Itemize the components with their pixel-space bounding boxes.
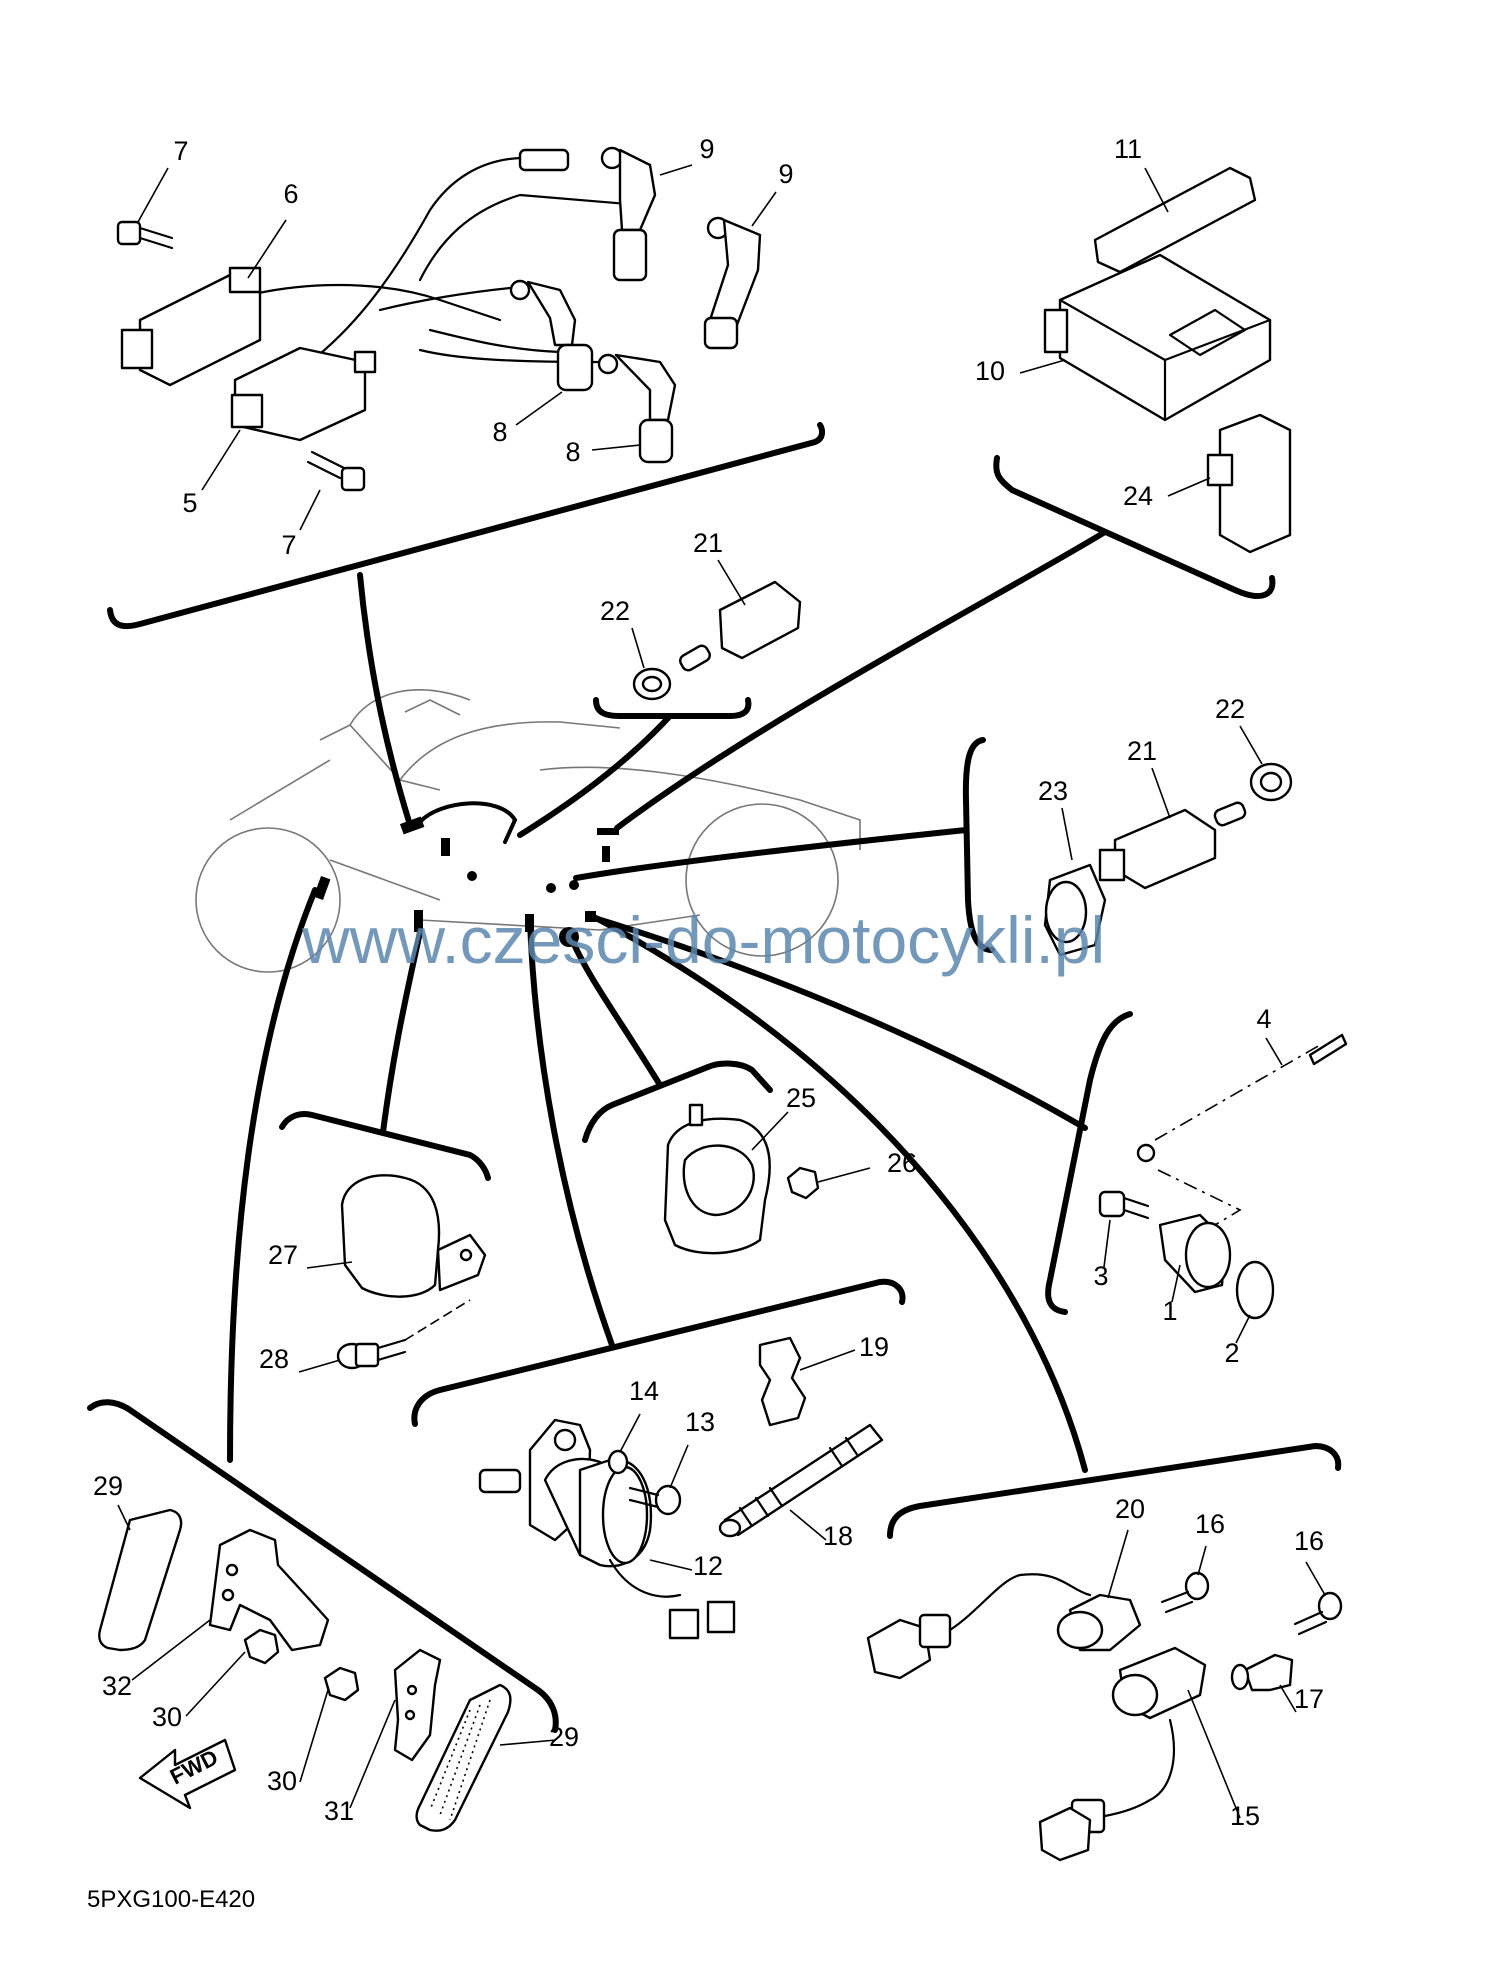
ignition-coil-icon bbox=[120, 266, 262, 387]
callout-number: 32 bbox=[102, 1671, 132, 1701]
callout-number: 30 bbox=[152, 1702, 182, 1732]
bolt-icon bbox=[1098, 1190, 1150, 1220]
callout-number: 12 bbox=[693, 1551, 723, 1581]
callout-number: 28 bbox=[259, 1344, 289, 1374]
callout-number: 15 bbox=[1230, 1801, 1260, 1831]
callout-number: 5 bbox=[182, 488, 197, 518]
sensor-group-right bbox=[1043, 725, 1293, 957]
pedal-bracket-icon bbox=[393, 1648, 442, 1762]
sensor-connector-icon bbox=[866, 1573, 1092, 1680]
callout-number: 8 bbox=[492, 417, 507, 447]
callout-number: 19 bbox=[859, 1332, 889, 1362]
washer-icon bbox=[607, 1449, 629, 1475]
callout-number: 13 bbox=[685, 1407, 715, 1437]
pedal-rubber-icon bbox=[415, 1683, 512, 1832]
pedal-rubber-icon bbox=[98, 1508, 183, 1652]
callout-number: 9 bbox=[778, 159, 793, 189]
bolt-icon bbox=[116, 220, 174, 250]
callout-number: 7 bbox=[281, 530, 296, 560]
watermark-url: www.czesci-do-motocykli.pl bbox=[301, 903, 1105, 977]
callout-number: 7 bbox=[173, 136, 188, 166]
o-ring-icon bbox=[1235, 1260, 1275, 1320]
callout-number: 1 bbox=[1162, 1296, 1177, 1326]
sensor-group-upper bbox=[631, 559, 802, 701]
sensor-cover-icon bbox=[1043, 863, 1107, 957]
callout-number: 20 bbox=[1115, 1494, 1145, 1524]
switch-group bbox=[1098, 1033, 1348, 1344]
ignition-coil-icon bbox=[230, 346, 377, 442]
spark-plug-cap-icon bbox=[509, 279, 594, 392]
horn-icon bbox=[340, 1174, 487, 1298]
callout-number: 18 bbox=[823, 1521, 853, 1551]
callout-number: 8 bbox=[565, 437, 580, 467]
callout-number: 25 bbox=[786, 1083, 816, 1113]
pedal-group: FWD bbox=[98, 1504, 557, 1832]
callout-number: 22 bbox=[1215, 694, 1245, 724]
nut-icon bbox=[786, 1166, 820, 1200]
washer-icon bbox=[1249, 762, 1293, 802]
ecu-strap-icon bbox=[1093, 166, 1257, 274]
callout-number: 4 bbox=[1256, 1004, 1271, 1034]
speed-sensor-icon bbox=[1038, 1646, 1207, 1862]
spark-plug-cap-icon bbox=[703, 216, 762, 350]
callout-number: 23 bbox=[1038, 776, 1068, 806]
nut-icon bbox=[323, 1666, 360, 1702]
callout-number: 6 bbox=[283, 179, 298, 209]
callout-number: 16 bbox=[1195, 1509, 1225, 1539]
fwd-arrow-icon: FWD bbox=[138, 1738, 237, 1810]
pedal-bracket-icon bbox=[208, 1528, 330, 1652]
callout-number: 10 bbox=[975, 356, 1005, 386]
ecu-icon bbox=[1043, 253, 1272, 422]
stud-icon bbox=[718, 1423, 884, 1538]
speed-sensor-icon bbox=[1056, 1593, 1142, 1652]
sensor-icon bbox=[679, 580, 802, 672]
callout-number: 27 bbox=[268, 1240, 298, 1270]
callout-number: 22 bbox=[600, 596, 630, 626]
horn-group-right bbox=[663, 1103, 871, 1255]
speed-sensor-group bbox=[866, 1529, 1343, 1862]
callout-number: 3 bbox=[1093, 1261, 1108, 1291]
callout-number: 29 bbox=[93, 1471, 123, 1501]
starter-motor-icon bbox=[478, 1418, 736, 1640]
ecu-group bbox=[1019, 166, 1292, 554]
diagram-code: 5PXG100-E420 bbox=[87, 1886, 255, 1913]
bolt-icon bbox=[336, 1338, 407, 1370]
callout-number: 24 bbox=[1123, 481, 1153, 511]
callout-number: 21 bbox=[693, 528, 723, 558]
washer-icon bbox=[632, 667, 672, 701]
horn-group-left bbox=[298, 1174, 487, 1373]
callout-number: 29 bbox=[549, 1722, 579, 1752]
horn-icon bbox=[663, 1103, 771, 1255]
spark-plug-cap-icon bbox=[518, 146, 657, 282]
callout-number: 11 bbox=[1114, 134, 1142, 164]
callout-number: 31 bbox=[324, 1796, 354, 1826]
bolt-icon bbox=[1293, 1591, 1343, 1636]
bolt-icon bbox=[1160, 1571, 1210, 1614]
callout-number: 16 bbox=[1294, 1526, 1324, 1556]
bolt-icon bbox=[628, 1484, 682, 1516]
callout-number: 2 bbox=[1224, 1338, 1239, 1368]
callout-number: 30 bbox=[267, 1766, 297, 1796]
switch-icon bbox=[1158, 1213, 1232, 1294]
sensor-icon bbox=[1098, 801, 1247, 890]
ignition-coil-group bbox=[116, 146, 777, 531]
callout-number: 26 bbox=[887, 1148, 917, 1178]
clamp-icon bbox=[758, 1336, 807, 1427]
clamp-icon bbox=[1230, 1653, 1294, 1692]
callout-number: 14 bbox=[629, 1376, 659, 1406]
starter-group bbox=[478, 1336, 884, 1640]
group-leaders bbox=[87, 422, 1342, 1733]
harness-points bbox=[313, 801, 619, 947]
callout-number: 17 bbox=[1294, 1684, 1324, 1714]
callout-number: 9 bbox=[699, 134, 714, 164]
callout-number: 21 bbox=[1127, 736, 1157, 766]
spark-plug-cap-icon bbox=[597, 353, 677, 464]
nut-icon bbox=[243, 1628, 280, 1665]
relay-icon bbox=[1206, 413, 1292, 554]
bolt-icon bbox=[306, 450, 366, 492]
